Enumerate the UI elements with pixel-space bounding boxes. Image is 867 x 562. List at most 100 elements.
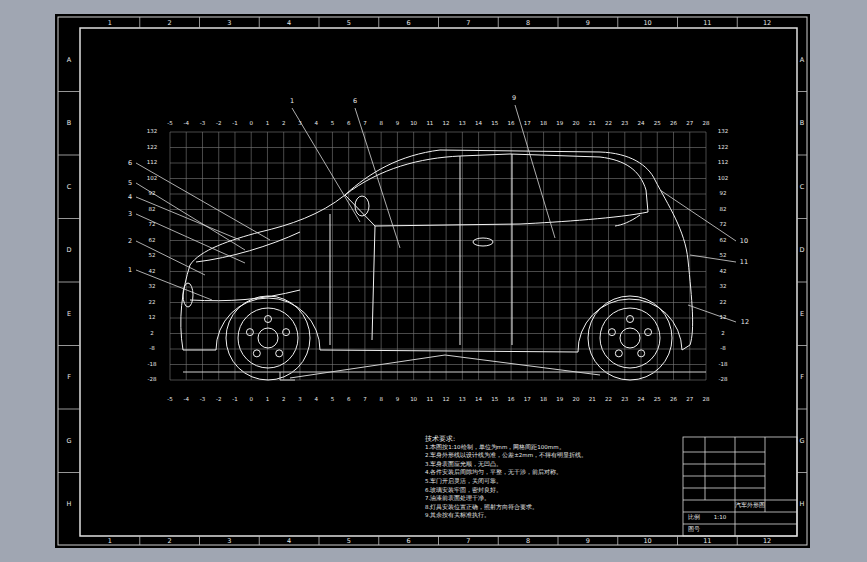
label-text: 11 bbox=[703, 538, 711, 545]
rule-line bbox=[170, 333, 706, 334]
rule-line bbox=[58, 345, 80, 346]
label-text: 9.其余按有关标准执行。 bbox=[425, 514, 490, 520]
label-text: 24 bbox=[638, 397, 645, 403]
rule-line bbox=[259, 536, 260, 545]
rule-line bbox=[797, 282, 807, 283]
rule-line bbox=[170, 349, 706, 350]
label-text: 27 bbox=[686, 121, 693, 127]
label-text: 102 bbox=[718, 176, 729, 182]
label-text: G bbox=[66, 438, 71, 445]
bolt bbox=[608, 329, 615, 336]
bolt bbox=[253, 350, 260, 357]
label-text: 14 bbox=[475, 121, 482, 127]
rule-line bbox=[797, 155, 807, 156]
rear-hub bbox=[620, 328, 640, 348]
label-text: 4 bbox=[287, 538, 291, 545]
front-hub bbox=[258, 328, 278, 348]
rule-line bbox=[170, 287, 706, 288]
rule-line bbox=[319, 17, 320, 28]
rule-line bbox=[170, 240, 706, 241]
label-text: 122 bbox=[718, 145, 729, 151]
door-handle bbox=[473, 238, 493, 246]
rule-line bbox=[259, 17, 260, 28]
label-text: 9 bbox=[396, 397, 400, 403]
rear-wheel bbox=[588, 296, 672, 380]
label-text: 2 bbox=[721, 331, 725, 337]
label-text: 6 bbox=[347, 397, 351, 403]
rule-line bbox=[498, 17, 499, 28]
label-text: 19 bbox=[556, 121, 563, 127]
label-text: 6.玻璃安装牢固，密封良好。 bbox=[425, 488, 502, 494]
label-text: 9 bbox=[512, 95, 516, 102]
label-text: 3 bbox=[227, 19, 231, 26]
coordinate-grid bbox=[170, 132, 706, 380]
label-text: 16 bbox=[508, 121, 515, 127]
label-text: 4 bbox=[128, 194, 132, 201]
label-text: 5 bbox=[347, 19, 351, 26]
rule-line bbox=[170, 178, 706, 179]
front-wheel bbox=[226, 296, 310, 380]
label-text: 2.车身外形线以设计线为准，公差±2mm，不得有明显折线。 bbox=[425, 453, 587, 459]
label-text: 8 bbox=[379, 397, 383, 403]
outer-frame bbox=[58, 17, 807, 545]
body-line bbox=[181, 150, 693, 350]
label-text: D bbox=[66, 247, 71, 254]
rule-line bbox=[737, 17, 738, 28]
hood-line bbox=[190, 232, 300, 301]
leader-lines bbox=[136, 105, 736, 322]
sheet-ground bbox=[55, 14, 810, 548]
rule-line bbox=[498, 536, 499, 545]
label-text: 4 bbox=[314, 121, 318, 127]
label-text: 18 bbox=[540, 397, 547, 403]
rule-line bbox=[58, 282, 80, 283]
label-text: 72 bbox=[149, 222, 156, 228]
label-text: 62 bbox=[720, 238, 727, 244]
label-text: -5 bbox=[167, 397, 172, 403]
label-text: 6 bbox=[407, 19, 411, 26]
rule-line bbox=[319, 536, 320, 545]
label-text: 62 bbox=[149, 238, 156, 244]
label-text: 12 bbox=[763, 538, 771, 545]
label-text: 21 bbox=[589, 397, 596, 403]
rule-line bbox=[58, 409, 80, 410]
label-text: 8 bbox=[526, 538, 530, 545]
label-text: 112 bbox=[718, 160, 729, 166]
rule-line bbox=[170, 209, 706, 210]
label-text: 52 bbox=[149, 253, 156, 259]
label-text: 1 bbox=[266, 397, 270, 403]
label-text: 3 bbox=[298, 397, 302, 403]
label-text: 技术要求: bbox=[425, 436, 455, 443]
label-text: -18 bbox=[719, 362, 728, 368]
label-text: 82 bbox=[720, 207, 727, 213]
label-text: 26 bbox=[670, 121, 677, 127]
label-text: H bbox=[67, 501, 72, 508]
bolt bbox=[246, 329, 253, 336]
rule-line bbox=[558, 17, 559, 28]
label-text: -4 bbox=[183, 121, 188, 127]
label-text: 72 bbox=[720, 222, 727, 228]
label-text: 21 bbox=[589, 121, 596, 127]
label-text: 27 bbox=[686, 397, 693, 403]
rule-line bbox=[558, 536, 559, 545]
rule-line bbox=[438, 17, 439, 28]
label-text: 42 bbox=[720, 269, 727, 275]
label-text: 3 bbox=[227, 538, 231, 545]
label-text: E bbox=[67, 311, 71, 318]
label-text: 16 bbox=[508, 397, 515, 403]
rule-line bbox=[378, 536, 379, 545]
label-text: 图号 bbox=[688, 527, 700, 533]
label-text: 2 bbox=[168, 19, 172, 26]
label-text: 8 bbox=[379, 121, 383, 127]
label-text: 5 bbox=[331, 121, 335, 127]
rule-line bbox=[737, 536, 738, 545]
label-text: 5 bbox=[347, 538, 351, 545]
label-text: 2 bbox=[128, 238, 132, 245]
label-text: 4 bbox=[314, 397, 318, 403]
label-text: 28 bbox=[703, 121, 710, 127]
rule-line bbox=[677, 536, 678, 545]
label-text: 15 bbox=[491, 121, 498, 127]
label-text: 6 bbox=[407, 538, 411, 545]
rule-line bbox=[170, 147, 706, 148]
label-text: -8 bbox=[720, 346, 725, 352]
label-text: G bbox=[799, 438, 804, 445]
